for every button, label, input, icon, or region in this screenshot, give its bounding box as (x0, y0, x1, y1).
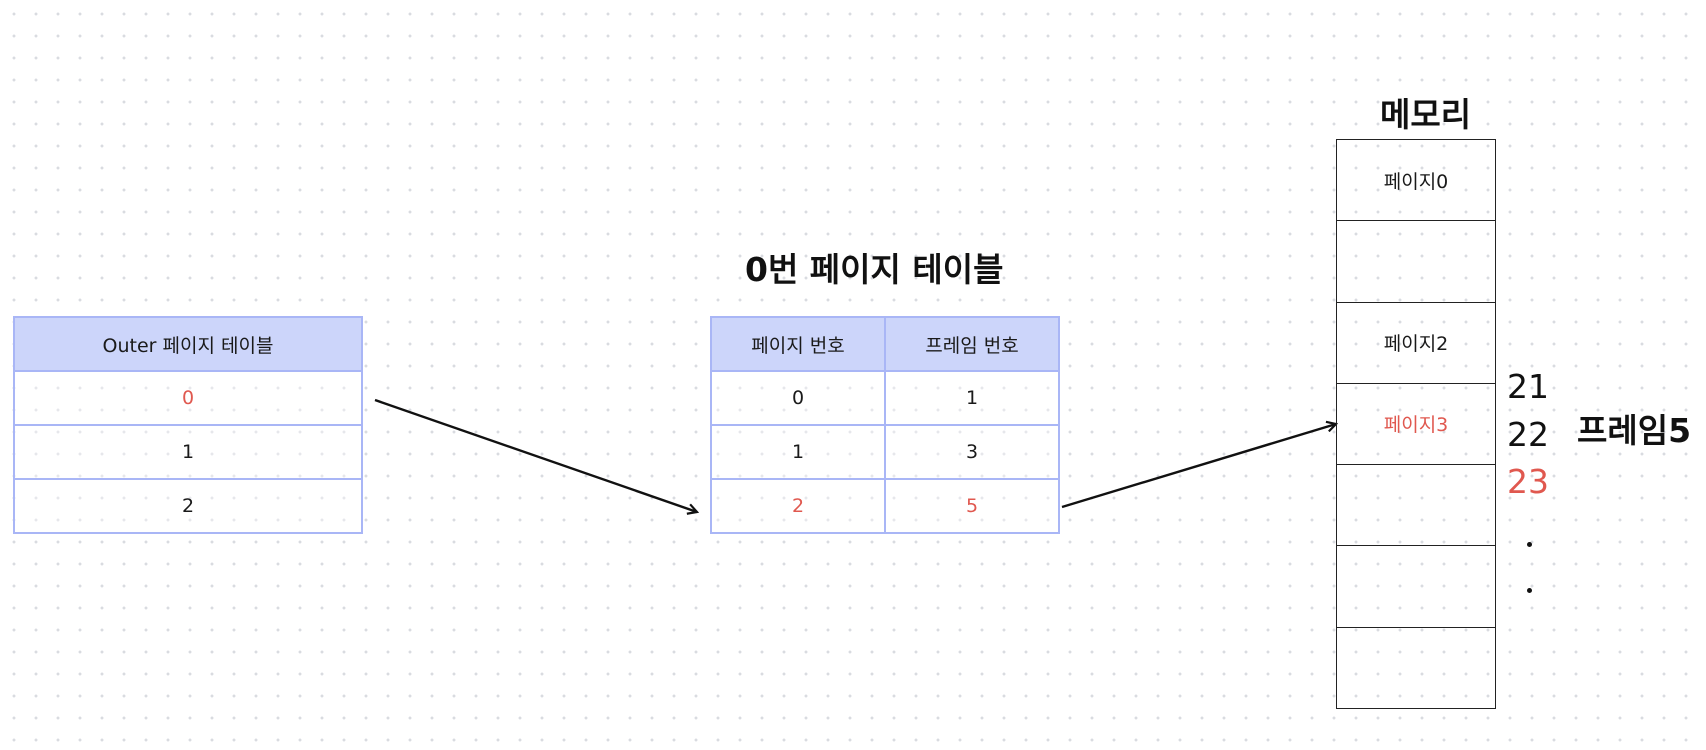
outer-table-cell: 1 (13, 424, 363, 480)
address-label: 21 (1507, 367, 1549, 406)
memory-cell (1337, 465, 1495, 547)
page-number-cell: 2 (710, 478, 886, 534)
page-number-cell: 0 (710, 370, 886, 426)
table-row: 2 (13, 478, 363, 534)
table-row: 0 (13, 370, 363, 426)
inner-page-table: 페이지 번호 프레임 번호 0 1 1 3 2 5 (710, 316, 1060, 534)
memory-title: 메모리 (1380, 95, 1472, 134)
outer-table-cell: 0 (13, 370, 363, 426)
inner-table-title: 0번 페이지 테이블 (745, 250, 1004, 289)
table-row: 0 1 (710, 370, 1060, 426)
inner-to-memory-arrow (1061, 424, 1336, 509)
memory-cell (1337, 546, 1495, 628)
ellipsis-dot (1527, 542, 1532, 547)
page-number-header: 페이지 번호 (710, 316, 886, 372)
memory-cell: 페이지3 (1337, 384, 1495, 466)
outer-to-inner-arrow (374, 398, 697, 512)
memory-cell: 페이지0 (1337, 140, 1495, 222)
frame-number-cell: 5 (884, 478, 1060, 534)
frame-number-header: 프레임 번호 (884, 316, 1060, 372)
memory-cell: 페이지2 (1337, 303, 1495, 384)
outer-table-header: Outer 페이지 테이블 (13, 316, 363, 372)
table-row: 2 5 (710, 478, 1060, 534)
address-label: 23 (1507, 462, 1549, 501)
address-label: 22 (1507, 415, 1549, 454)
memory-cell (1337, 221, 1495, 303)
memory-cell (1337, 628, 1495, 708)
memory-block: 페이지0 페이지2 페이지3 (1336, 139, 1496, 709)
table-row: 1 (13, 424, 363, 480)
frame-number-cell: 3 (884, 424, 1060, 480)
frame-label: 프레임5 (1577, 411, 1692, 450)
frame-number-cell: 1 (884, 370, 1060, 426)
page-number-cell: 1 (710, 424, 886, 480)
outer-table-cell: 2 (13, 478, 363, 534)
ellipsis-dot (1527, 588, 1532, 593)
table-row: 1 3 (710, 424, 1060, 480)
outer-page-table: Outer 페이지 테이블 0 1 2 (13, 316, 363, 534)
